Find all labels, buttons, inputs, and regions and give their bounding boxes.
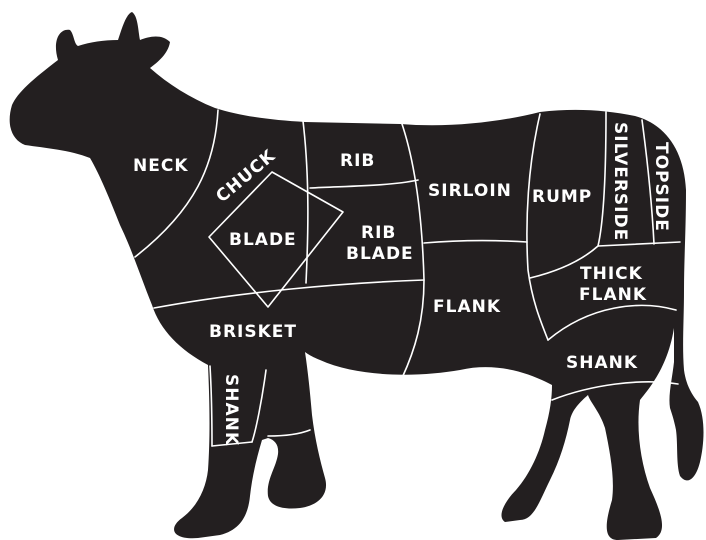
label-neck: NECK — [133, 156, 189, 176]
label-rib-blade-2: BLADE — [346, 244, 414, 264]
label-rib-blade-1: RIB — [361, 223, 396, 243]
label-sirloin: SIRLOIN — [428, 181, 512, 201]
label-topside: TOPSIDE — [651, 142, 671, 232]
label-flank: FLANK — [433, 297, 501, 317]
label-blade: BLADE — [229, 230, 297, 250]
label-silverside: SILVERSIDE — [610, 122, 630, 241]
label-shank-front: SHANK — [221, 374, 241, 446]
label-shank-rear: SHANK — [566, 353, 638, 373]
label-rib: RIB — [340, 151, 375, 171]
label-rump: RUMP — [532, 187, 592, 207]
label-brisket: BRISKET — [209, 322, 297, 342]
label-thick-flank-2: FLANK — [579, 285, 647, 305]
label-thick-flank-1: THICK — [580, 264, 643, 284]
